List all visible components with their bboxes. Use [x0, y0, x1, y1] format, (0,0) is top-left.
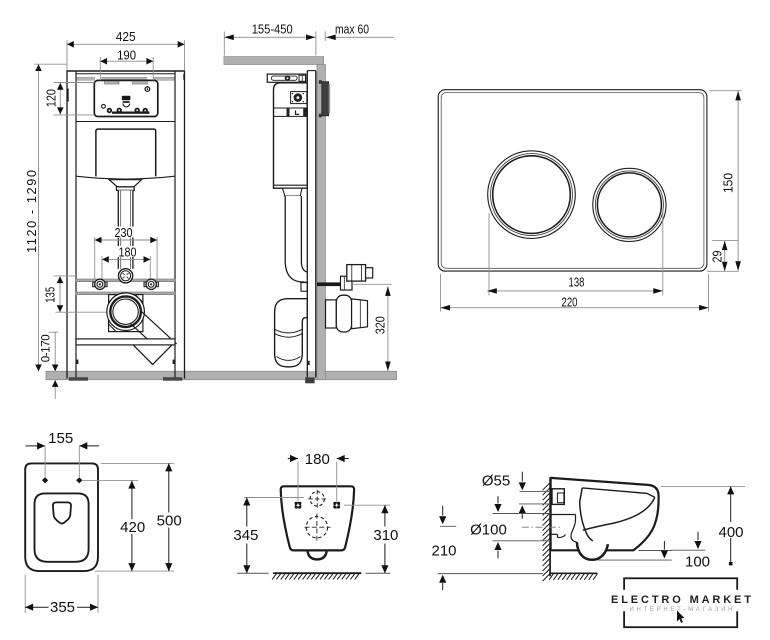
svg-text:29: 29 [711, 250, 725, 262]
svg-text:180: 180 [305, 451, 330, 468]
svg-text:155: 155 [48, 430, 73, 447]
svg-text:345: 345 [233, 527, 258, 544]
svg-text:190: 190 [117, 48, 136, 63]
svg-text:138: 138 [569, 275, 585, 289]
svg-text:max 60: max 60 [335, 23, 369, 37]
svg-text:120: 120 [44, 89, 58, 107]
svg-text:Ø55: Ø55 [482, 472, 510, 489]
svg-text:1120 - 1290: 1120 - 1290 [24, 170, 39, 253]
svg-text:150: 150 [722, 173, 736, 193]
svg-text:355: 355 [50, 599, 75, 616]
svg-text:230: 230 [115, 226, 133, 240]
svg-text:180: 180 [119, 246, 137, 260]
svg-text:Ø100: Ø100 [470, 521, 507, 538]
svg-text:135: 135 [43, 287, 57, 303]
svg-text:0-170: 0-170 [41, 334, 53, 362]
svg-text:100: 100 [685, 554, 710, 571]
svg-text:220: 220 [562, 295, 578, 309]
svg-text:320: 320 [372, 316, 387, 334]
svg-text:210: 210 [431, 543, 456, 560]
svg-text:420: 420 [120, 519, 145, 536]
svg-text:310: 310 [373, 527, 398, 544]
svg-text:500: 500 [157, 513, 182, 530]
svg-text:425: 425 [116, 29, 136, 44]
svg-text:400: 400 [718, 524, 743, 541]
svg-text:155-450: 155-450 [252, 23, 293, 37]
